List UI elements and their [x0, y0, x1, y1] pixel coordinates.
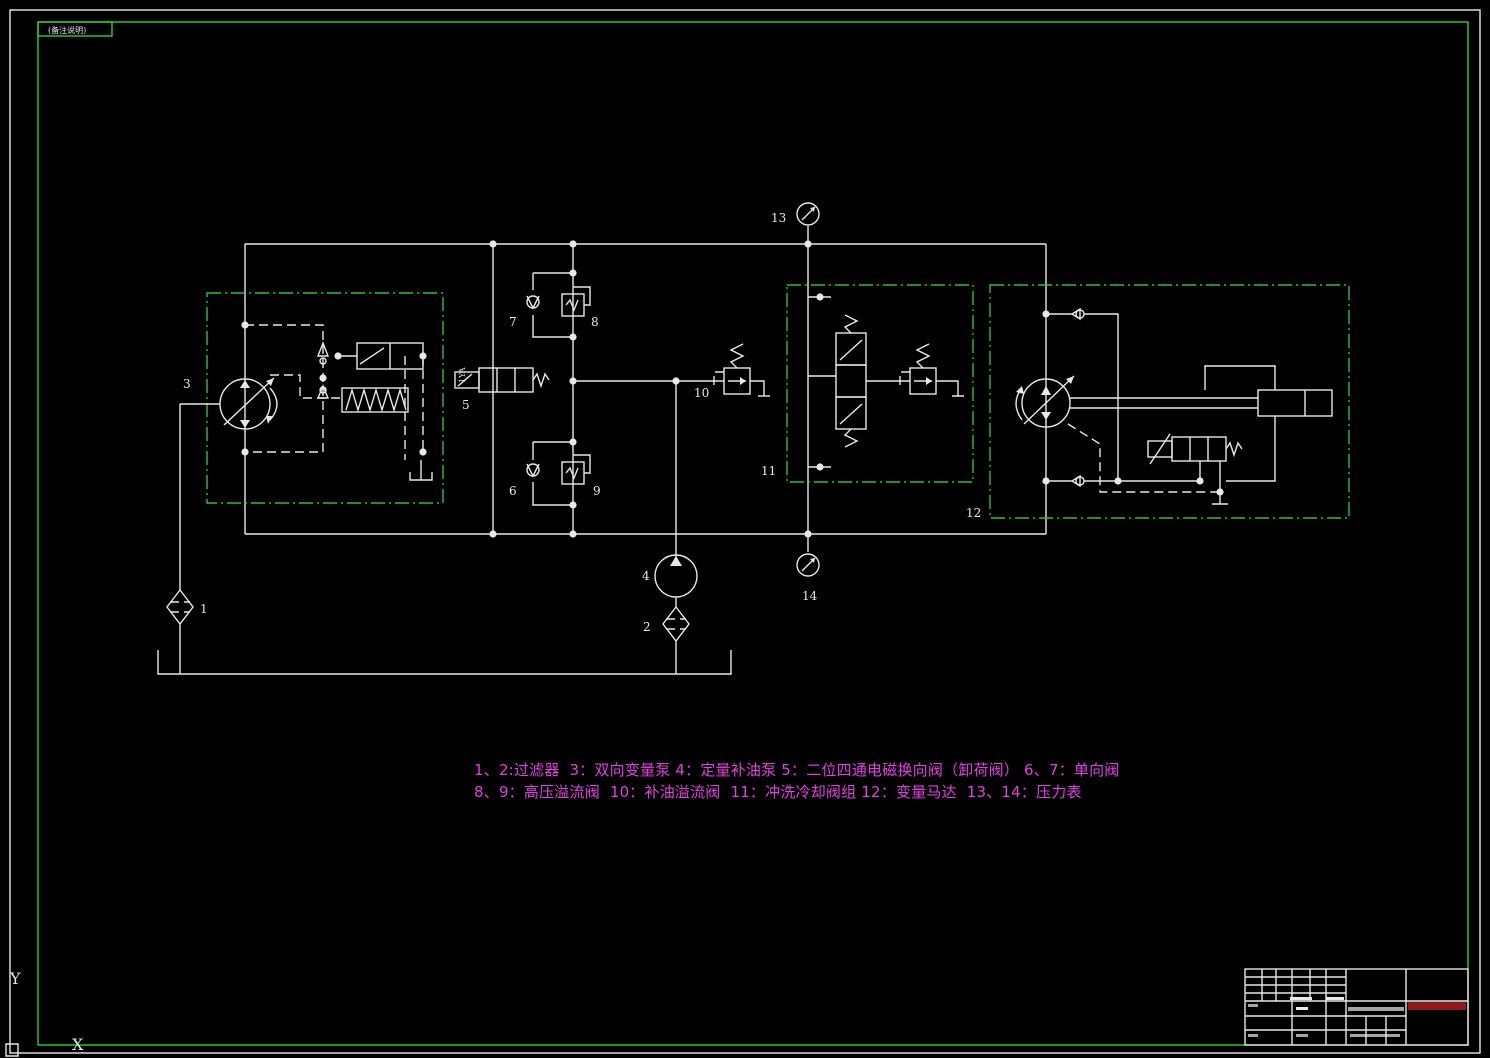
corner-tag: (备注说明): [48, 25, 86, 35]
variable-pump-3: [179, 292, 444, 590]
corner-tag-box: [37, 21, 113, 37]
unload-valve-5: [454, 367, 550, 393]
pressure-gauge-14: [796, 553, 820, 577]
label-3: 3: [183, 377, 191, 391]
label-7: 7: [509, 315, 517, 329]
check-relief-upper: [526, 272, 591, 338]
label-13: 13: [771, 211, 786, 225]
title-block: [1244, 968, 1469, 1046]
component-labels: 1 2 3 4 5 6 7 8 9 10 11 12 13 14 1YA: [183, 211, 981, 634]
filter-2: [662, 605, 690, 674]
legend-line-2: 8、9：高压溢流阀 10：补油溢流阀 11：冲洗冷却阀组 12：变量马达 13、…: [474, 783, 1082, 801]
axis-x: X: [72, 1035, 84, 1054]
pressure-gauge-13: [796, 202, 820, 226]
check-relief-lower: [526, 441, 591, 506]
label-8: 8: [591, 315, 599, 329]
label-solenoid: 1YA: [458, 367, 467, 383]
label-1: 1: [200, 602, 208, 616]
label-10: 10: [694, 386, 709, 400]
flush-valve-11: [786, 284, 974, 483]
label-9: 9: [593, 484, 601, 498]
label-5: 5: [462, 398, 470, 412]
label-12: 12: [966, 506, 981, 520]
charge-pump-4: [654, 554, 698, 607]
label-14: 14: [802, 589, 818, 603]
tank: [157, 650, 732, 675]
variable-motor-12: [989, 284, 1350, 519]
label-2: 2: [643, 620, 651, 634]
inner-frame: [37, 21, 1469, 1046]
legend-line-1: 1、2:过滤器 3：双向变量泵 4：定量补油泵 5：二位四通电磁换向阀（卸荷阀）…: [474, 761, 1120, 779]
label-4: 4: [642, 569, 650, 583]
junction-dots: [241, 240, 1050, 538]
axis-y: Y: [9, 969, 21, 988]
filter-1: [166, 588, 194, 674]
main-circuit: [244, 226, 1047, 560]
label-6: 6: [509, 484, 517, 498]
label-11: 11: [761, 464, 776, 478]
charge-relief-10: [713, 343, 770, 397]
ucs-icon: Y X: [5, 969, 84, 1057]
outer-frame: [9, 9, 1481, 1054]
